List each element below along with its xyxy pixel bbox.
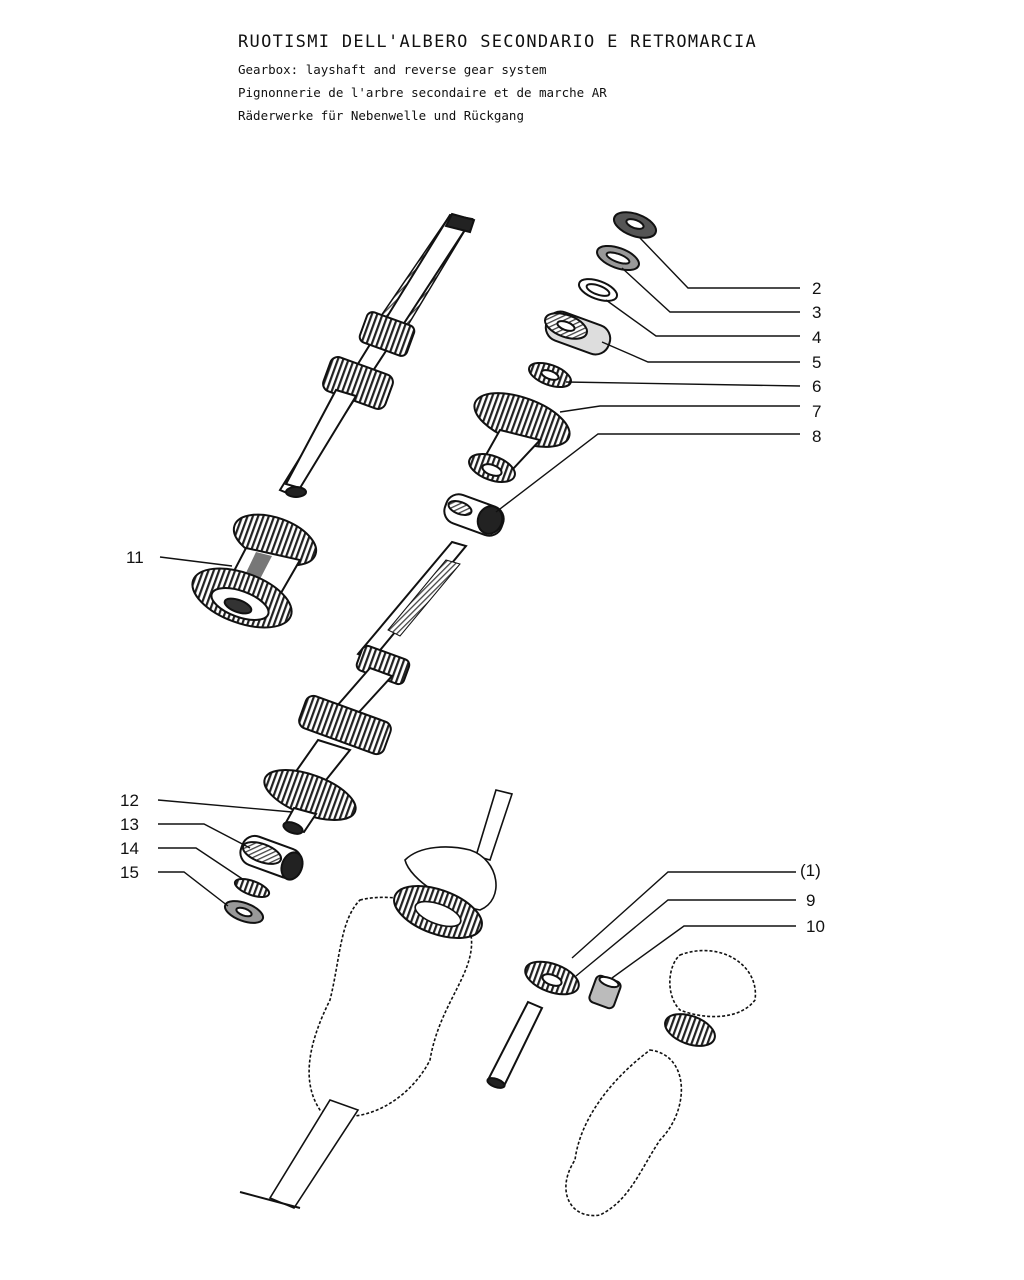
- ring-4: [577, 278, 619, 302]
- washer-3: [596, 244, 640, 272]
- callout-3: 3: [812, 303, 821, 322]
- reverse-shaft-pin: [486, 1000, 544, 1089]
- subtitle-french: Pignonnerie de l'arbre secondaire et de …: [238, 85, 607, 100]
- callout-13: 13: [120, 815, 139, 834]
- upper-main-shaft: [278, 212, 476, 498]
- phantom-main-shaft: [239, 789, 514, 1209]
- callout-14: 14: [120, 839, 139, 858]
- callout-8: 8: [812, 427, 821, 446]
- nut-15: [223, 900, 265, 924]
- callout-6: 6: [812, 377, 821, 396]
- subtitle-english: Gearbox: layshaft and reverse gear syste…: [238, 62, 547, 77]
- callout-2: 2: [812, 279, 821, 298]
- callout-7: 7: [812, 402, 821, 421]
- bearing-13: [239, 834, 304, 881]
- cone-6: [528, 361, 572, 389]
- bearing-5: [543, 310, 612, 356]
- diagram-title: RUOTISMI DELL'ALBERO SECONDARIO E RETROM…: [238, 32, 758, 52]
- callout-12: 12: [120, 791, 139, 810]
- callout-11: 11: [126, 548, 144, 567]
- phantom-right-shaft: [565, 949, 757, 1217]
- callout-labels: 2 3 4 5 6 7 8 11 12 13 14 15 (1) 9 10: [120, 279, 825, 936]
- nut-2: [612, 211, 658, 239]
- layshaft: [263, 540, 468, 835]
- gear-cluster-11: [191, 513, 318, 629]
- gear-7: [468, 392, 571, 483]
- title-block: RUOTISMI DELL'ALBERO SECONDARIO E RETROM…: [238, 32, 757, 127]
- callout-15: 15: [120, 863, 139, 882]
- callout-9: 9: [806, 891, 815, 910]
- washer-14: [233, 877, 271, 899]
- reverse-gear-1: [524, 960, 580, 996]
- callout-4: 4: [812, 328, 821, 347]
- callout-10: 10: [806, 917, 825, 936]
- subtitle-german: Räderwerke für Nebenwelle und Rückgang: [238, 108, 524, 123]
- bearing-8: [443, 493, 505, 537]
- callout-5: 5: [812, 353, 821, 372]
- callout-1: (1): [800, 861, 821, 880]
- leader-lines: [157, 237, 801, 979]
- bushing-10: [588, 974, 622, 1010]
